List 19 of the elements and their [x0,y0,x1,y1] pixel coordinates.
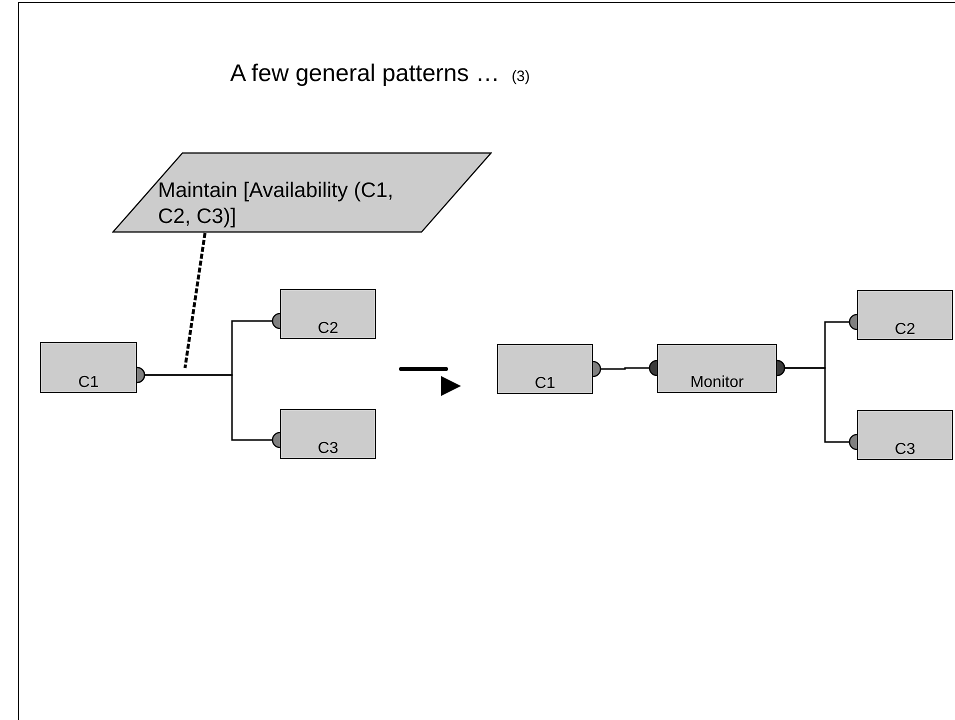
box-label: Monitor [690,374,744,392]
component-box [280,409,376,459]
box-label: C2 [318,320,338,338]
component-box [280,289,376,339]
box-label: C1 [534,375,556,393]
slide-number: (3) [512,67,530,87]
goal-parallelogram [112,152,492,233]
component-box [40,342,137,393]
box-label: C3 [318,440,338,458]
box-label: C3 [894,441,916,459]
component-box [857,290,953,340]
box-label: C2 [894,321,916,339]
leader-line [184,232,206,368]
component-box [657,344,777,393]
component-box [857,410,953,460]
box-label: C1 [78,374,99,392]
slide-title: A few general patterns … [230,59,500,89]
goal-text: Maintain [Availability (C1, C2, C3)] [158,178,394,230]
component-box [497,344,593,394]
